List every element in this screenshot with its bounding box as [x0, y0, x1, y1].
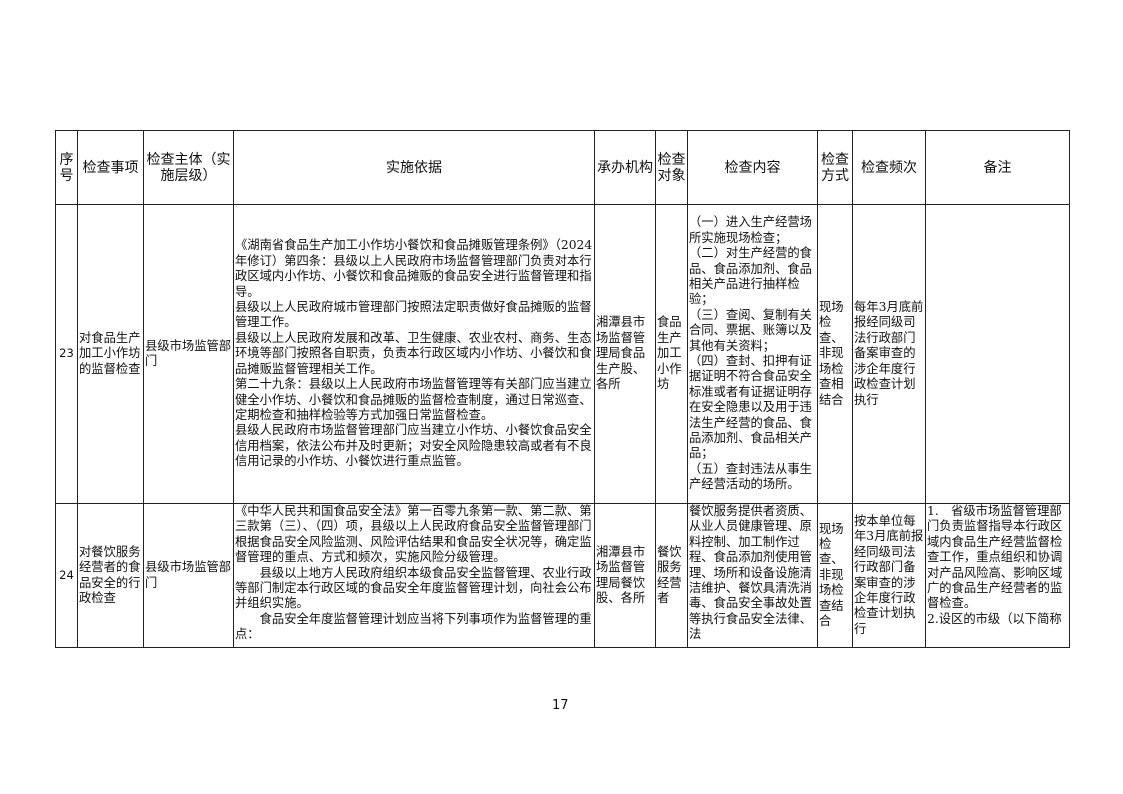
inspection-subject: 县级市场监管部门 — [143, 204, 234, 504]
inspection-subject: 县级市场监管部门 — [143, 503, 234, 648]
legal-basis: 《湖南省食品生产加工小作坊小餐饮和食品摊贩管理条例》（2024年修订）第四条：县… — [233, 204, 595, 504]
page-number: 17 — [552, 698, 569, 713]
inspection-content: （一）进入生产经营场所实施现场检查； （二）对生产经营的食品、食品添加剂、食品相… — [687, 204, 818, 504]
basis-paragraph: 食品安全年度监督管理计划应当将下列事项作为监督管理的重点： — [235, 611, 592, 642]
header-no: 序号 — [55, 130, 78, 205]
table-row: 24 对餐饮服务经营者的食品安全的行政检查 县级市场监管部门 《中华人民共和国食… — [55, 503, 1070, 648]
inspection-frequency: 按本单位每年3月底前报经同级司法行政部门备案审查的涉企年度行政检查计划执行 — [852, 503, 926, 648]
content-item: （一）进入生产经营场所实施现场检查； — [689, 215, 812, 245]
remark-item: 2.设区的市级（以下简称 — [927, 611, 1062, 626]
basis-paragraph: 县级以上人民政府城市管理部门按照法定职责做好食品摊贩的监督管理工作。 — [235, 300, 592, 330]
header-row: 序号 检查事项 检查主体（实施层级） 实施依据 承办机构 检查对象 检查内容 检… — [55, 130, 1070, 205]
header-content: 检查内容 — [687, 130, 818, 205]
remark-item: 1. 省级市场监督管理部门负责监督指导本行政区域内食品生产经营监督检查工作，重点… — [927, 504, 1063, 611]
header-target: 检查对象 — [655, 130, 688, 205]
inspection-target: 食品生产加工小作坊 — [655, 204, 688, 504]
row-number: 24 — [55, 503, 78, 648]
inspection-method: 现场检查、非现场检查结合 — [817, 503, 853, 648]
inspection-target: 餐饮服务经营者 — [655, 503, 688, 648]
inspection-content: 餐饮服务提供者资质、从业人员健康管理、原料控制、加工制作过程、食品添加剂使用管理… — [687, 503, 818, 648]
header-method: 检查方式 — [817, 130, 853, 205]
agency: 湘潭县市场监督管理局食品生产股、各所 — [594, 204, 656, 504]
inspection-table: 序号 检查事项 检查主体（实施层级） 实施依据 承办机构 检查对象 检查内容 检… — [55, 130, 1070, 648]
content-item: （二）对生产经营的食品、食品添加剂、食品相关产品进行抽样检验； — [689, 246, 812, 307]
remark — [925, 204, 1070, 504]
basis-paragraph: 县级以上地方人民政府组织本级食品安全监督管理、农业行政等部门制定本行政区域的食品… — [235, 565, 592, 611]
content-item: （三）查阅、复制有关合同、票据、账簿以及其他有关资料； — [689, 307, 812, 353]
content-item: （五）查封违法从事生产经营活动的场所。 — [689, 461, 812, 492]
header-agency: 承办机构 — [594, 130, 656, 205]
inspection-frequency: 每年3月底前报经同级司法行政部门备案审查的涉企年度行政检查计划执行 — [852, 204, 926, 504]
header-item: 检查事项 — [77, 130, 144, 205]
header-frequency: 检查频次 — [852, 130, 926, 205]
basis-paragraph: 《中华人民共和国食品安全法》第一百零九条第一款、第二款、第三款第（三）、（四）项… — [235, 504, 592, 565]
inspection-method: 现场检查、非现场检查相结合 — [817, 204, 853, 504]
header-remark: 备注 — [925, 130, 1070, 205]
agency: 湘潭县市场监督管理局餐饮股、各所 — [594, 503, 656, 648]
basis-paragraph: 第二十九条：县级以上人民政府市场监督管理等有关部门应当建立健全小作坊、小餐饮和食… — [235, 377, 592, 422]
inspection-item: 对食品生产加工小作坊的监督检查 — [77, 204, 144, 504]
content-item: （四）查封、扣押有证据证明不符合食品安全标准或者有证据证明存在安全隐患以及用于违… — [689, 354, 812, 461]
header-subject: 检查主体（实施层级） — [143, 130, 234, 205]
header-basis: 实施依据 — [233, 130, 595, 205]
remark: 1. 省级市场监督管理部门负责监督指导本行政区域内食品生产经营监督检查工作，重点… — [925, 503, 1070, 648]
inspection-item: 对餐饮服务经营者的食品安全的行政检查 — [77, 503, 144, 648]
basis-paragraph: 《湖南省食品生产加工小作坊小餐饮和食品摊贩管理条例》（2024年修订）第四条：县… — [235, 238, 593, 299]
basis-paragraph: 县级人民政府市场监督管理部门应当建立小作坊、小餐饮食品安全信用档案，依法公布并及… — [235, 423, 592, 469]
legal-basis: 《中华人民共和国食品安全法》第一百零九条第一款、第二款、第三款第（三）、（四）项… — [233, 503, 595, 648]
row-number: 23 — [55, 204, 78, 504]
basis-paragraph: 县级以上人民政府发展和改革、卫生健康、农业农村、商务、生态环境等部门按照各自职责… — [235, 330, 592, 376]
table-row: 23 对食品生产加工小作坊的监督检查 县级市场监管部门 《湖南省食品生产加工小作… — [55, 204, 1070, 504]
